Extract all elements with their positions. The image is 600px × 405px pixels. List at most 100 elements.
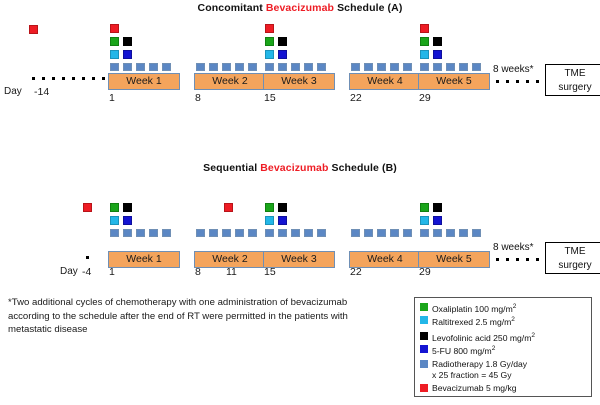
radiotherapy-marker: [248, 229, 257, 237]
tme-surgery-line2: surgery: [558, 82, 592, 93]
radiotherapy-marker: [433, 63, 442, 71]
fu5-marker: [278, 216, 287, 225]
legend-item-raltitrexed: Raltitrexed 2.5 mg/m2: [420, 315, 587, 327]
week-block: Week 1: [108, 251, 180, 268]
week-day-value: 22: [350, 92, 362, 104]
interval-dot: [536, 80, 539, 83]
bevacizumab-marker: [420, 24, 429, 33]
radiotherapy-marker: [304, 63, 313, 71]
legend-label: Radiotherapy 1.8 Gy/day: [432, 359, 528, 370]
interval-label: 8 weeks*: [493, 242, 534, 253]
fu5-swatch-icon: [420, 345, 428, 354]
radiotherapy-marker: [317, 63, 326, 71]
footnote: *Two additional cycles of chemotherapy w…: [8, 296, 398, 337]
radiotherapy-marker: [472, 63, 481, 71]
legend-superscript: 2: [512, 303, 517, 310]
levofolinic-acid-marker: [123, 37, 132, 46]
fu5-marker: [433, 50, 442, 59]
week-block: Week 3: [263, 251, 335, 268]
radiotherapy-marker: [110, 229, 119, 237]
extra-day-value: 11: [226, 266, 237, 278]
radiotherapy-marker: [123, 229, 132, 237]
legend-box: Oxaliplatin 100 mg/m2 Raltitrexed 2.5 mg…: [414, 297, 592, 397]
tme-surgery-line2: surgery: [558, 260, 592, 271]
interval-dot: [516, 258, 519, 261]
legend-label: Bevacizumab 5 mg/kg: [432, 383, 517, 394]
footnote-line-3: metastatic disease: [8, 324, 88, 335]
oxaliplatin-marker: [265, 203, 274, 212]
interval-label: 8 weeks*: [493, 64, 534, 75]
legend-item-bevacizumab: Bevacizumab 5 mg/kg: [420, 383, 587, 394]
schedule-b-track: Day -4 Week 1 1 Week 2 8 11: [0, 160, 600, 290]
legend-item-radiotherapy: Radiotherapy 1.8 Gy/day x 25 fraction = …: [420, 359, 587, 380]
raltitrexed-marker: [420, 50, 429, 59]
day-axis-label: Day: [4, 86, 22, 97]
legend-label: 5-FU 800 mg/m: [432, 345, 492, 356]
footnote-line-2: according to the schedule after the end …: [8, 310, 348, 322]
week-day-value: 1: [109, 266, 115, 278]
schedule-b-title: Sequential Bevacizumab Schedule (B): [0, 162, 600, 174]
day-axis-label: Day: [60, 266, 78, 277]
radiotherapy-marker: [459, 63, 468, 71]
footnote-line-1: *Two additional cycles of chemotherapy w…: [8, 297, 348, 308]
pretreat-dot: [102, 77, 105, 80]
raltitrexed-marker: [110, 216, 119, 225]
week-day-value: 1: [109, 92, 115, 104]
levofolinic-acid-marker: [433, 203, 442, 212]
legend-item-5fu: 5-FU 800 mg/m2: [420, 344, 587, 356]
radiotherapy-marker: [235, 229, 244, 237]
schedule-b: Sequential Bevacizumab Schedule (B) Day …: [0, 160, 600, 290]
radiotherapy-marker: [136, 229, 145, 237]
pretreat-dot: [52, 77, 55, 80]
radiotherapy-marker: [278, 229, 287, 237]
tme-surgery-line1: TME: [564, 246, 586, 257]
legend-item-oxaliplatin: Oxaliplatin 100 mg/m2: [420, 302, 587, 314]
pretreat-dot: [62, 77, 65, 80]
levofolinic-acid-marker: [123, 203, 132, 212]
fu5-marker: [278, 50, 287, 59]
raltitrexed-marker: [265, 50, 274, 59]
oxaliplatin-marker: [420, 37, 429, 46]
bevacizumab-marker: [29, 25, 38, 34]
radiotherapy-marker: [472, 229, 481, 237]
schedule-a: Concomitant Bevacizumab Schedule (A) Day…: [0, 0, 600, 160]
raltitrexed-marker: [110, 50, 119, 59]
raltitrexed-marker: [420, 216, 429, 225]
legend-label-secondary: x 25 fraction = 45 Gy: [432, 369, 512, 380]
radiotherapy-marker: [222, 63, 231, 71]
radiotherapy-marker: [351, 229, 360, 237]
radiotherapy-marker: [390, 63, 399, 71]
levofolinic-acid-marker: [278, 37, 287, 46]
radiotherapy-marker: [403, 229, 412, 237]
radiotherapy-marker: [351, 63, 360, 71]
radiotherapy-marker: [149, 63, 158, 71]
radiotherapy-marker: [248, 63, 257, 71]
oxaliplatin-marker: [110, 37, 119, 46]
start-day-value: -14: [34, 86, 50, 98]
week-block: Week 2: [194, 73, 266, 90]
schedule-b-title-drug: Bevacizumab: [260, 162, 329, 174]
bevacizumab-swatch-icon: [420, 384, 428, 393]
bevacizumab-marker: [265, 24, 274, 33]
schedule-a-title-drug: Bevacizumab: [265, 2, 335, 14]
week-day-value: 29: [419, 266, 431, 278]
radiotherapy-marker: [222, 229, 231, 237]
radiotherapy-marker: [364, 63, 373, 71]
oxaliplatin-swatch-icon: [420, 303, 428, 311]
raltitrexed-marker: [265, 216, 274, 225]
tme-surgery-box: TME surgery: [545, 64, 600, 96]
radiotherapy-marker: [317, 229, 326, 237]
legend-superscript: 2: [531, 331, 535, 339]
radiotherapy-marker: [265, 63, 274, 71]
oxaliplatin-marker: [265, 37, 274, 46]
legend-item-levofolinic-acid: Levofolinic acid 250 mg/m2: [420, 331, 587, 343]
radiotherapy-marker: [196, 63, 205, 71]
radiotherapy-marker: [420, 229, 429, 237]
radiotherapy-marker: [149, 229, 158, 237]
radiotherapy-marker: [162, 229, 171, 237]
interval-dot: [536, 258, 539, 261]
radiotherapy-marker: [433, 229, 442, 237]
schedule-b-title-suffix: Schedule (B): [328, 162, 397, 174]
week-block: Week 2: [194, 251, 266, 268]
pretreat-dot: [86, 256, 89, 259]
